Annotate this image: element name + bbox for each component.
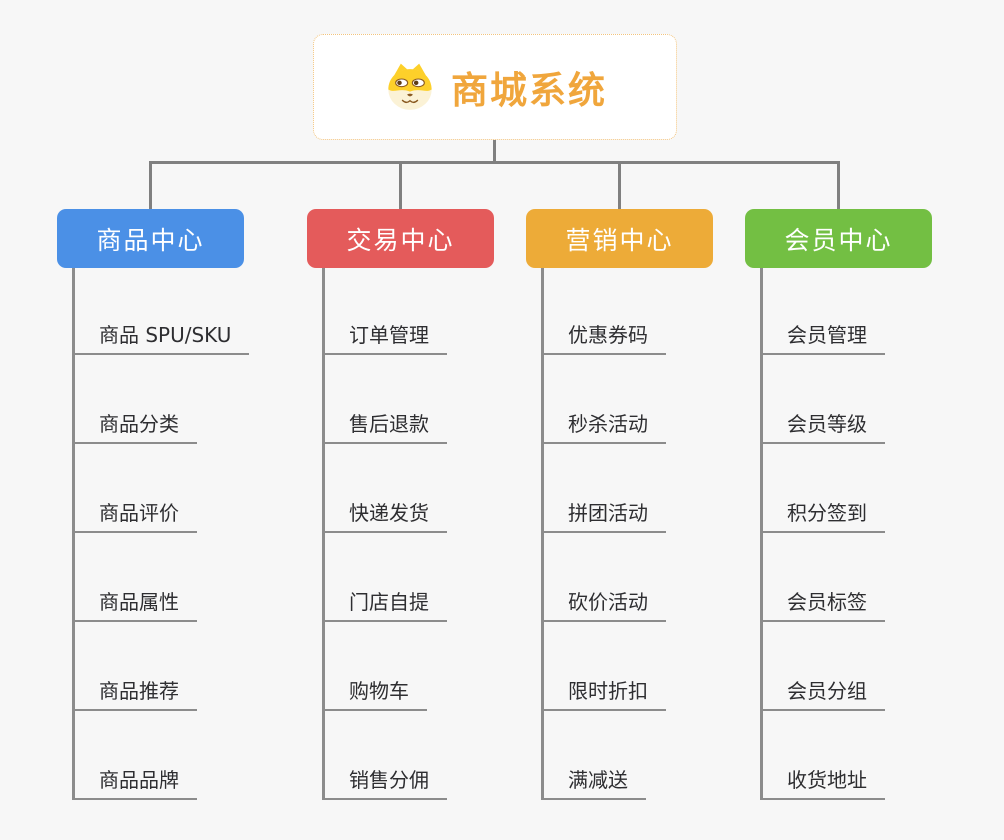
leaf-node[interactable]: 商品属性 [72, 589, 197, 622]
leaf-node[interactable]: 会员标签 [760, 589, 885, 622]
leaf-node[interactable]: 会员分组 [760, 678, 885, 711]
leaf-node[interactable]: 会员管理 [760, 322, 885, 355]
connector-drop-2 [399, 161, 402, 209]
branch-node-marketing-center[interactable]: 营销中心 [526, 209, 713, 268]
leaf-node[interactable]: 商品分类 [72, 411, 197, 444]
leaf-node[interactable]: 会员等级 [760, 411, 885, 444]
branch-node-member-center[interactable]: 会员中心 [745, 209, 932, 268]
leaf-node[interactable]: 购物车 [322, 678, 427, 711]
leaf-node[interactable]: 限时折扣 [541, 678, 666, 711]
connector-drop-4 [837, 161, 840, 209]
leaf-node[interactable]: 商品评价 [72, 500, 197, 533]
dog-ear-left [394, 63, 409, 76]
leaf-node[interactable]: 售后退款 [322, 411, 447, 444]
dog-ear-right [411, 63, 426, 76]
leaf-node[interactable]: 秒杀活动 [541, 411, 666, 444]
leaf-node[interactable]: 商品推荐 [72, 678, 197, 711]
leaf-node[interactable]: 销售分佣 [322, 767, 447, 800]
leaf-node[interactable]: 积分签到 [760, 500, 885, 533]
branch-node-trade-center[interactable]: 交易中心 [307, 209, 494, 268]
leaf-node[interactable]: 砍价活动 [541, 589, 666, 622]
root-node[interactable]: 商城系统 [313, 34, 677, 140]
root-title: 商城系统 [451, 69, 607, 112]
branch-node-product-center[interactable]: 商品中心 [57, 209, 244, 268]
dog-face-icon [383, 62, 437, 112]
leaf-node[interactable]: 优惠券码 [541, 322, 666, 355]
connector-drop-1 [149, 161, 152, 209]
leaf-node[interactable]: 收货地址 [760, 767, 885, 800]
leaf-node[interactable]: 快递发货 [322, 500, 447, 533]
connector-bus [149, 161, 840, 164]
branch-rail-2 [322, 268, 325, 800]
branch-rail-1 [72, 268, 75, 800]
connector-drop-3 [618, 161, 621, 209]
connector-root-stem [493, 140, 496, 164]
leaf-node[interactable]: 商品 SPU/SKU [72, 322, 250, 355]
leaf-node[interactable]: 满减送 [541, 767, 646, 800]
leaf-node[interactable]: 订单管理 [322, 322, 447, 355]
branch-rail-3 [541, 268, 544, 800]
branch-rail-4 [760, 268, 763, 800]
leaf-node[interactable]: 商品品牌 [72, 767, 197, 800]
leaf-node[interactable]: 拼团活动 [541, 500, 666, 533]
leaf-node[interactable]: 门店自提 [322, 589, 447, 622]
